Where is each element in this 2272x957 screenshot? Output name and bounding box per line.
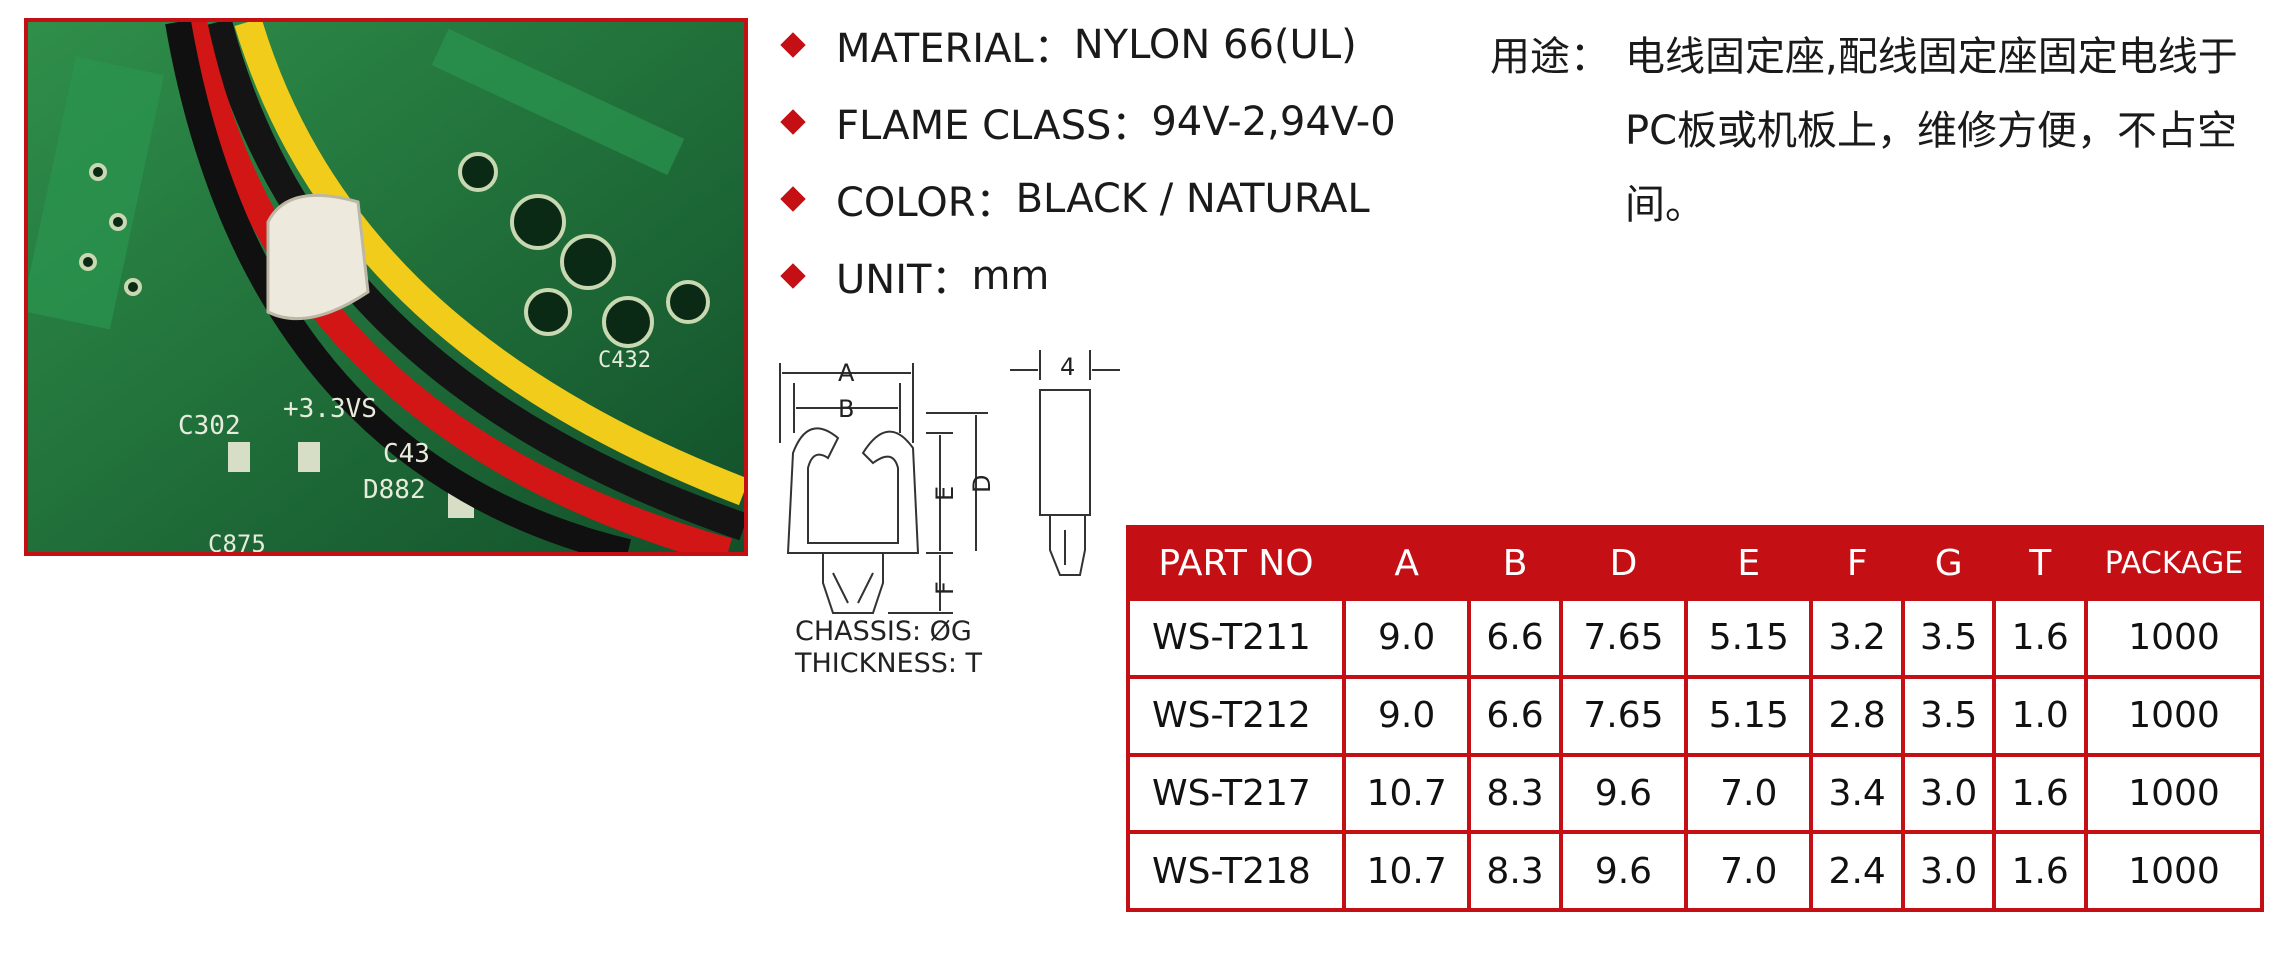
chassis-note-line1: CHASSIS: ØG: [795, 616, 972, 647]
header-g: G: [1904, 529, 1993, 597]
usage-label: 用途：: [1490, 34, 1610, 80]
cell-package: 1000: [2088, 678, 2260, 753]
spec-value: 94V-2,94V-0: [1151, 98, 1396, 145]
cell-e: 5.15: [1688, 678, 1810, 753]
cell-d: 9.6: [1562, 756, 1685, 831]
header-part-no: PART NO: [1130, 529, 1342, 597]
spec-list: MATERIAL： NYLON 66(UL) FLAME CLASS： 94V-…: [778, 6, 1396, 314]
spec-color: COLOR： BLACK / NATURAL: [778, 160, 1396, 237]
cell-g: 3.0: [1904, 756, 1993, 831]
clip-front-view-drawing: A B E D F: [779, 359, 996, 614]
cell-t: 1.0: [1996, 678, 2084, 753]
spec-label: FLAME CLASS：: [836, 102, 1152, 149]
diamond-bullet-icon: [780, 262, 806, 289]
cell-part-no: WS-T218: [1130, 834, 1342, 908]
table-row: WS-T218 10.7 8.3 9.6 7.0 2.4 3.0 1.6 100…: [1130, 834, 2260, 908]
cell-a: 10.7: [1346, 834, 1468, 908]
cell-a: 10.7: [1346, 756, 1468, 831]
diamond-bullet-icon: [780, 108, 806, 135]
dim-label-thickness: 4: [1060, 353, 1075, 381]
cell-g: 3.5: [1904, 601, 1993, 675]
clip-side-view-drawing: 4: [1010, 350, 1120, 576]
cell-f: 3.2: [1813, 601, 1901, 675]
cell-a: 9.0: [1346, 601, 1468, 675]
cell-b: 6.6: [1471, 601, 1559, 675]
diamond-bullet-icon: [780, 31, 806, 58]
cell-package: 1000: [2088, 756, 2260, 831]
cell-g: 3.5: [1904, 678, 1993, 753]
spec-label: COLOR：: [836, 179, 1016, 226]
cell-part-no: WS-T212: [1130, 678, 1342, 753]
silk-label-c432: C432: [598, 348, 651, 373]
cell-b: 6.6: [1471, 678, 1559, 753]
cell-e: 7.0: [1688, 834, 1810, 908]
spec-unit: UNIT： mm: [778, 237, 1396, 314]
silk-label-d882: D882: [363, 475, 426, 505]
pcb-photo-illustration: C302 +3.3VS C43 D882 C432 C875: [28, 22, 744, 552]
silk-label-c43: C43: [383, 439, 430, 469]
dim-label-e: E: [931, 486, 959, 501]
diamond-bullet-icon: [780, 185, 806, 212]
cell-d: 7.65: [1562, 601, 1685, 675]
header-d: D: [1562, 529, 1685, 597]
chassis-note: CHASSIS: ØG THICKNESS: T: [795, 616, 982, 680]
spec-table-frame: PART NO A B D E F G T PACKAGE WS-T211 9.…: [1126, 525, 2264, 912]
product-photo: C302 +3.3VS C43 D882 C432 C875: [24, 18, 748, 556]
cell-d: 7.65: [1562, 678, 1685, 753]
table-row: WS-T217 10.7 8.3 9.6 7.0 3.4 3.0 1.6 100…: [1130, 756, 2260, 831]
cell-b: 8.3: [1471, 756, 1559, 831]
spec-material: MATERIAL： NYLON 66(UL): [778, 6, 1396, 83]
spec-flame-class: FLAME CLASS： 94V-2,94V-0: [778, 83, 1396, 160]
cell-package: 1000: [2088, 834, 2260, 908]
cell-part-no: WS-T211: [1130, 601, 1342, 675]
table-header-row: PART NO A B D E F G T PACKAGE: [1130, 529, 2260, 597]
silk-label-33vs: +3.3VS: [283, 394, 377, 424]
header-e: E: [1688, 529, 1810, 597]
cell-b: 8.3: [1471, 834, 1559, 908]
header-a: A: [1346, 529, 1468, 597]
header-package: PACKAGE: [2088, 529, 2260, 597]
cell-t: 1.6: [1996, 601, 2084, 675]
usage-text: 电线固定座,配线固定座固定电线于PC板或机板上，维修方便，不占空间。: [1625, 34, 2238, 228]
spec-value: NYLON 66(UL): [1073, 21, 1357, 68]
spec-table: PART NO A B D E F G T PACKAGE WS-T211 9.…: [1126, 525, 2264, 912]
cell-t: 1.6: [1996, 756, 2084, 831]
cell-f: 2.8: [1813, 678, 1901, 753]
cell-e: 7.0: [1688, 756, 1810, 831]
spec-label: UNIT：: [836, 256, 972, 303]
cell-d: 9.6: [1562, 834, 1685, 908]
table-row: WS-T212 9.0 6.6 7.65 5.15 2.8 3.5 1.0 10…: [1130, 678, 2260, 753]
header-b: B: [1471, 529, 1559, 597]
cell-f: 2.4: [1813, 834, 1901, 908]
header-f: F: [1813, 529, 1901, 597]
cell-a: 9.0: [1346, 678, 1468, 753]
dim-label-d: D: [968, 475, 996, 493]
spec-value: BLACK / NATURAL: [1015, 175, 1370, 222]
spec-label: MATERIAL：: [836, 25, 1074, 72]
cell-e: 5.15: [1688, 601, 1810, 675]
spec-value: mm: [971, 252, 1050, 299]
cell-f: 3.4: [1813, 756, 1901, 831]
silk-label-c875: C875: [208, 530, 266, 552]
chassis-note-line2: THICKNESS: T: [795, 648, 983, 679]
header-t: T: [1996, 529, 2084, 597]
cell-t: 1.6: [1996, 834, 2084, 908]
dim-label-a: A: [838, 359, 855, 387]
cell-g: 3.0: [1904, 834, 1993, 908]
table-row: WS-T211 9.0 6.6 7.65 5.15 3.2 3.5 1.6 10…: [1130, 601, 2260, 675]
cell-part-no: WS-T217: [1130, 756, 1342, 831]
dim-label-f: F: [931, 581, 959, 595]
dim-label-b: B: [838, 395, 854, 423]
silk-label-c302: C302: [178, 411, 241, 441]
cell-package: 1000: [2088, 601, 2260, 675]
